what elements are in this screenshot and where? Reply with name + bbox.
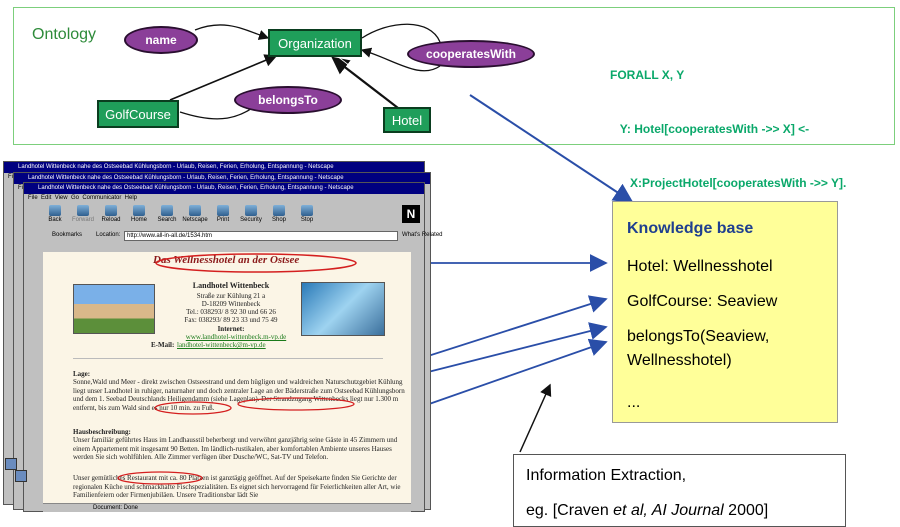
- window-title: Landhotel Wittenbeck nahe des Ostseebad …: [24, 183, 424, 194]
- home-button[interactable]: Home: [126, 205, 152, 223]
- kb-title: Knowledge base: [627, 220, 754, 237]
- edge-cooperates-out: [361, 23, 441, 43]
- rule-line-1: FORALL X, Y: [610, 68, 685, 82]
- kb-ellipsis: ...: [627, 394, 641, 411]
- address-line: Tel.: 038293/ 8 92 30 und 66 26: [186, 308, 276, 316]
- information-extraction-box: Information Extraction, eg. [Craven et a…: [513, 454, 846, 527]
- knowledge-base-box: Knowledge base Hotel: Wellnesshotel Golf…: [612, 201, 838, 423]
- bookmarks-button[interactable]: Bookmarks: [52, 232, 83, 238]
- kb-fact: belongsTo(Seaview,: [627, 328, 770, 345]
- shop-icon: [273, 205, 285, 216]
- whats-related-button[interactable]: What's Related: [402, 232, 443, 238]
- email-link[interactable]: landhotel-wittenbeck@m-vp.de: [177, 341, 266, 349]
- edge-golf-org: [169, 54, 278, 101]
- netscape-button[interactable]: Netscape: [182, 205, 208, 223]
- address-line: D-18209 Wittenbeck: [201, 300, 261, 308]
- edge-cooperates-in: [360, 47, 441, 72]
- location-label: Location:: [96, 232, 121, 238]
- ie-line-1: Information Extraction,: [526, 467, 687, 484]
- stop-button[interactable]: Stop: [294, 205, 320, 223]
- status-bar: Document: Done: [43, 503, 411, 512]
- menu-communicator[interactable]: Communicator: [82, 195, 122, 201]
- edge-name: [194, 24, 270, 40]
- edge-hotel-org: [331, 56, 399, 109]
- menu-file[interactable]: File: [8, 174, 18, 180]
- rule-line-2: Y: Hotel[cooperatesWith ->> X] <-: [610, 122, 810, 136]
- back-icon: [49, 205, 61, 216]
- node-cooperateswith: cooperatesWith: [407, 40, 535, 68]
- forward-button[interactable]: Forward: [70, 205, 96, 223]
- internet-label: Internet:: [217, 325, 245, 333]
- internet-link[interactable]: www.landhotel-wittenbeck.m-vp.de: [185, 333, 287, 341]
- forward-icon: [77, 205, 89, 216]
- taskbar-icon[interactable]: [5, 458, 17, 470]
- shop-button[interactable]: Shop: [266, 205, 292, 223]
- lock-icon: [245, 205, 257, 216]
- status-text: Document: Done: [93, 505, 139, 511]
- stop-icon: [301, 205, 313, 216]
- lage-text: Sonne,Wald und Meer - direkt zwischen Os…: [73, 378, 405, 412]
- menu-file[interactable]: File: [18, 185, 28, 191]
- search-icon: [161, 205, 173, 216]
- node-hotel: Hotel: [383, 107, 431, 133]
- print-button[interactable]: Print: [210, 205, 236, 223]
- hotel-name: Landhotel Wittenbeck: [192, 281, 270, 290]
- node-belongsto: belongsTo: [234, 86, 342, 114]
- navigation-toolbar: Back Forward Reload Home Search Netscape…: [24, 203, 424, 229]
- menu-go[interactable]: Go: [70, 195, 79, 201]
- rule-line-3: X:ProjectHotel[cooperatesWith ->> Y].: [610, 176, 847, 190]
- node-organization: Organization: [268, 29, 362, 57]
- haus-text: Unser familiär geführtes Haus im Landhau…: [73, 436, 398, 462]
- address-line: Straße zur Kühlung 21 a: [196, 292, 266, 300]
- menu-edit[interactable]: Edit: [41, 195, 52, 201]
- kb-fact: Hotel: Wellnesshotel: [627, 258, 773, 275]
- haus-title: Hausbeschreibung:: [73, 428, 131, 436]
- node-name: name: [124, 26, 198, 54]
- print-icon: [217, 205, 229, 216]
- security-button[interactable]: Security: [238, 205, 264, 223]
- node-golfcourse: GolfCourse: [97, 100, 179, 128]
- menu-view[interactable]: View: [54, 195, 68, 201]
- web-page-content: Das Wellnesshotel an der Ostsee Landhote…: [43, 252, 411, 503]
- menu-help[interactable]: Help: [124, 195, 138, 201]
- window-title: Landhotel Wittenbeck nahe des Ostseebad …: [14, 173, 430, 184]
- taskbar-icon[interactable]: [15, 470, 27, 482]
- kb-fact: GolfCourse: Seaview: [627, 293, 778, 310]
- divider: [73, 358, 383, 359]
- pool-photo: [301, 282, 385, 336]
- menu-file[interactable]: File: [28, 195, 38, 201]
- kb-fact: Wellnesshotel): [627, 352, 732, 369]
- hotel-photo: [73, 284, 155, 334]
- netscape-logo-icon: N: [402, 205, 420, 223]
- rule-text: FORALL X, Y Y: Hotel[cooperatesWith ->> …: [610, 30, 846, 210]
- reload-icon: [105, 205, 117, 216]
- search-button[interactable]: Search: [154, 205, 180, 223]
- restaurant-text: Unser gemütliches Restaurant mit ca. 80 …: [73, 474, 401, 500]
- arrow-rule-to-kb: [469, 94, 634, 204]
- ontology-title: Ontology: [32, 26, 97, 43]
- location-bar: Bookmarks Location: http://www.all-in-al…: [24, 229, 443, 241]
- page-heading: Das Wellnesshotel an der Ostsee: [153, 254, 300, 266]
- email-label: E-Mail:: [151, 341, 175, 349]
- location-input[interactable]: http://www.all-in-all.de/1534.htm: [124, 231, 398, 241]
- lage-title: Lage:: [73, 370, 91, 378]
- ie-citation: eg. [Craven et al, AI Journal 2000]: [526, 502, 769, 519]
- window-title: Landhotel Wittenbeck nahe des Ostseebad …: [4, 162, 424, 173]
- back-button[interactable]: Back: [42, 205, 68, 223]
- reload-button[interactable]: Reload: [98, 205, 124, 223]
- netscape-icon: [189, 205, 201, 216]
- menu-bar: File Edit View Go Communicator Help: [24, 194, 424, 203]
- home-icon: [133, 205, 145, 216]
- address-line: Fax: 038293/ 89 23 33 und 75 49: [184, 316, 278, 324]
- arrow-ie-to-kb: [519, 383, 552, 453]
